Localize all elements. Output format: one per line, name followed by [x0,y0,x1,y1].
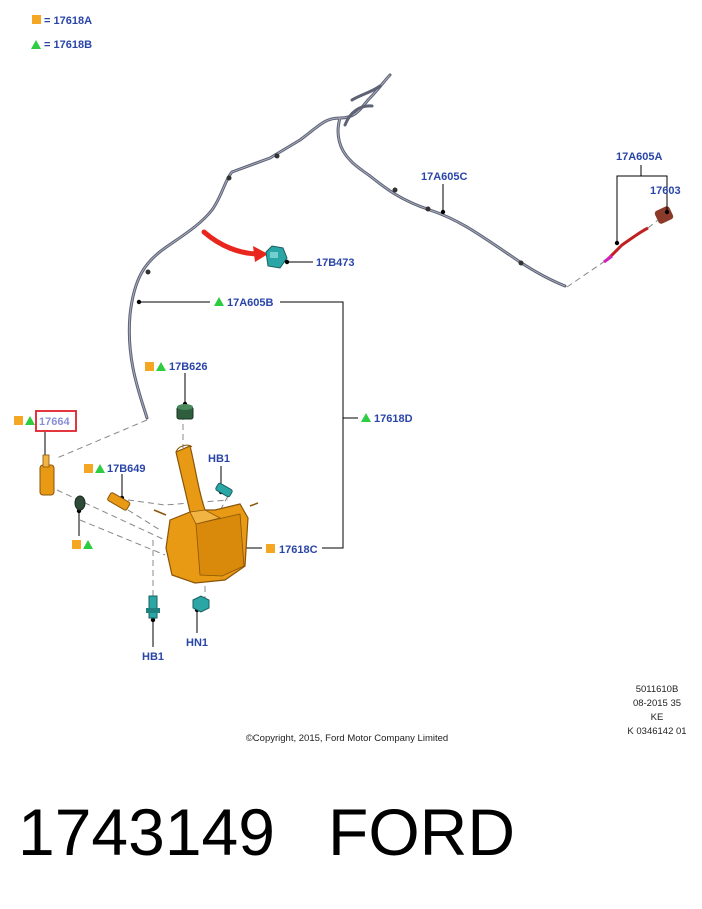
marker-17B626-triangle [156,362,166,371]
pump-17664 [39,454,55,496]
marker-17664-square [14,416,23,425]
marker-grommet-triangle [83,540,93,549]
legend-square-label: = 17618A [44,15,92,27]
diagram-stamp: 5011610B 08-2015 35 KE K 0346142 01 [627,684,686,737]
marker-17618D-triangle [361,413,371,422]
caption-part-number: 1743149 [18,795,275,869]
washer-reservoir-17618C [153,444,259,584]
red-pointer-arrow [201,229,261,257]
label-HB1-upper[interactable]: HB1 [208,453,230,465]
label-17A605C[interactable]: 17A605C [421,171,468,183]
marker-grommet-square [72,540,81,549]
label-17B649[interactable]: 17B649 [107,463,146,475]
label-17A605A[interactable]: 17A605A [616,151,663,163]
hose-assembly-17A605C [127,73,567,420]
stamp-line-2: 08-2015 35 [633,698,681,709]
label-17618C[interactable]: 17618C [279,544,318,556]
highlight-box-17664 [35,410,77,432]
part-labels: 17A605C 17A605A 17603 17B473 17A605B 17B… [14,151,681,663]
bolt-upper-HB1 [215,482,233,498]
marker-17B649-triangle [95,464,105,473]
marker-17B626-square [145,362,154,371]
marker-17664-triangle [25,416,35,425]
label-17664[interactable]: 17664 [39,416,70,428]
connector-17B473 [265,245,288,269]
legend: = 17618A = 17618B [31,15,92,51]
marker-17A605B-triangle [214,297,224,306]
label-17603[interactable]: 17603 [650,185,681,197]
nozzle-17603 [654,206,674,224]
hose-end-17A605A [603,206,674,264]
arrow-head [253,246,268,262]
stamp-line-3: KE [651,712,664,723]
leader-lines [42,165,670,647]
label-17B473[interactable]: 17B473 [316,257,355,269]
label-HB1-lower[interactable]: HB1 [142,651,164,663]
level-sensor-17B649 [107,492,131,511]
copyright-notice: ©Copyright, 2015, Ford Motor Company Lim… [246,733,448,744]
cap-17B626 [176,404,194,420]
legend-triangle-marker [31,40,41,49]
stamp-line-4: K 0346142 01 [627,726,686,737]
stamp-line-1: 5011610B [636,684,679,695]
caption: 1743149 FORD [18,795,515,869]
grommet [74,495,86,511]
hose-end-dashed-link [566,258,609,288]
label-17B626[interactable]: 17B626 [169,361,208,373]
marker-17618C-square [266,544,275,553]
marker-17B649-square [84,464,93,473]
label-17618D[interactable]: 17618D [374,413,413,425]
label-HN1[interactable]: HN1 [186,637,208,649]
nut-HN1 [192,595,210,613]
legend-square-marker [32,15,41,24]
legend-triangle-label: = 17618B [44,39,92,51]
label-17A605B[interactable]: 17A605B [227,297,274,309]
bolt-lower-HB1 [146,595,160,619]
caption-brand: FORD [328,795,515,869]
